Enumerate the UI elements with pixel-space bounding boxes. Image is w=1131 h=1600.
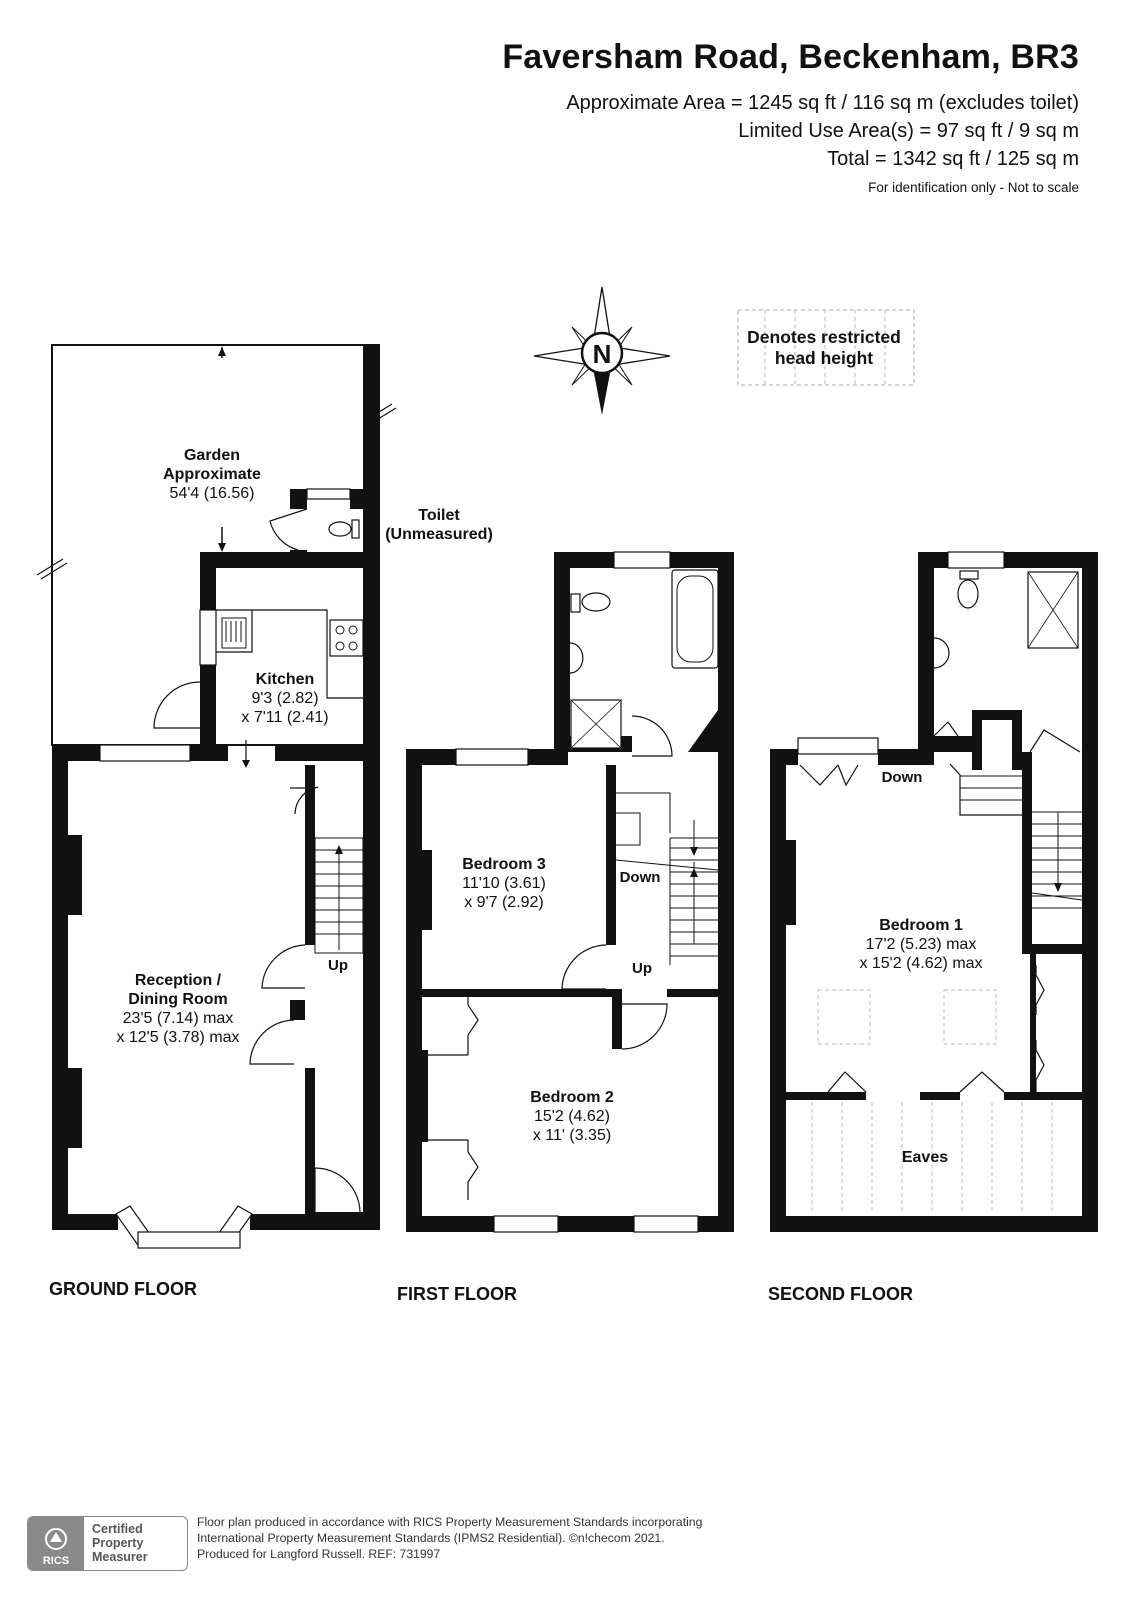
bedroom-3-dimension-2: x 9'7 (2.92) (464, 894, 544, 911)
garden-dimension: 54'4 (16.56) (170, 485, 255, 502)
first-floor-plan: Bedroom 3 11'10 (3.61) x 9'7 (2.92) Bedr… (406, 551, 734, 1233)
second-floor-plan: Bedroom 1 17'2 (5.23) max x 15'2 (4.62) … (770, 551, 1098, 1232)
bedroom-3-dimension-1: 11'10 (3.61) (462, 875, 546, 892)
rics-text: RICS (43, 1555, 69, 1567)
legend-line-2: head height (775, 348, 873, 368)
second-floor-label: SECOND FLOOR (768, 1284, 914, 1304)
first-stairs-down-label: Down (620, 869, 661, 886)
ground-floor-label: GROUND FLOOR (49, 1279, 197, 1299)
first-floor-label: FIRST FLOOR (397, 1284, 517, 1304)
cert-line-2: Property (92, 1536, 144, 1550)
rics-logo: RICS (28, 1517, 84, 1570)
bedroom-2-dimension-1: 15'2 (4.62) (534, 1108, 610, 1125)
toilet-label: Toilet (418, 507, 460, 524)
reception-dimension-2: x 12'5 (3.78) max (116, 1029, 239, 1046)
kitchen-label: Kitchen (256, 671, 315, 688)
cert-line-1: Certified (92, 1522, 143, 1536)
rics-emblem-icon: RICS (43, 1528, 69, 1567)
footer-line-1: Floor plan produced in accordance with R… (197, 1515, 703, 1529)
restricted-height-legend: Denotes restricted head height (737, 309, 915, 386)
cert-line-3: Measurer (92, 1550, 148, 1564)
reception-label: Reception / (135, 972, 222, 989)
eaves-label: Eaves (902, 1149, 948, 1166)
footer-line-3: Produced for Langford Russell. REF: 7319… (197, 1547, 441, 1561)
garden-label: Garden (184, 447, 240, 464)
first-stairs-up-label: Up (632, 960, 652, 977)
reception-label-2: Dining Room (128, 991, 228, 1008)
total-area: Total = 1342 sq ft / 125 sq m (827, 148, 1079, 170)
second-stairs-down-label: Down (882, 769, 923, 786)
bedroom-1-dimension-1: 17'2 (5.23) max (866, 936, 977, 953)
bedroom-2-dimension-2: x 11' (3.35) (533, 1127, 611, 1144)
plan-title: Faversham Road, Beckenham, BR3 (502, 38, 1079, 76)
legend-line-1: Denotes restricted (747, 327, 901, 347)
scale-note: For identification only - Not to scale (868, 180, 1079, 195)
kitchen-dimension-1: 9'3 (2.82) (251, 690, 318, 707)
limited-use-area: Limited Use Area(s) = 97 sq ft / 9 sq m (738, 120, 1079, 142)
ground-floor-plan: Garden Approximate 54'4 (16.56) Toilet (… (36, 344, 493, 1249)
reception-dimension-1: 23'5 (7.14) max (123, 1010, 234, 1027)
compass-rose-icon: N (533, 286, 671, 415)
rics-certified-badge: RICS Certified Property Measurer (27, 1516, 188, 1571)
garden-label-2: Approximate (163, 466, 261, 483)
bedroom-1-label: Bedroom 1 (879, 917, 963, 934)
toilet-unmeasured-label: (Unmeasured) (385, 526, 493, 543)
footer-disclaimer: Floor plan produced in accordance with R… (197, 1514, 702, 1562)
certified-measurer-text: Certified Property Measurer (92, 1522, 148, 1564)
bedroom-3-label: Bedroom 3 (462, 856, 546, 873)
footer-line-2: International Property Measurement Stand… (197, 1531, 665, 1545)
stairs-up-label: Up (328, 957, 348, 974)
compass-letter: N (593, 339, 612, 369)
approximate-area: Approximate Area = 1245 sq ft / 116 sq m… (566, 92, 1079, 114)
bedroom-1-dimension-2: x 15'2 (4.62) max (859, 955, 982, 972)
bedroom-2-label: Bedroom 2 (530, 1089, 614, 1106)
kitchen-dimension-2: x 7'11 (2.41) (241, 709, 328, 726)
